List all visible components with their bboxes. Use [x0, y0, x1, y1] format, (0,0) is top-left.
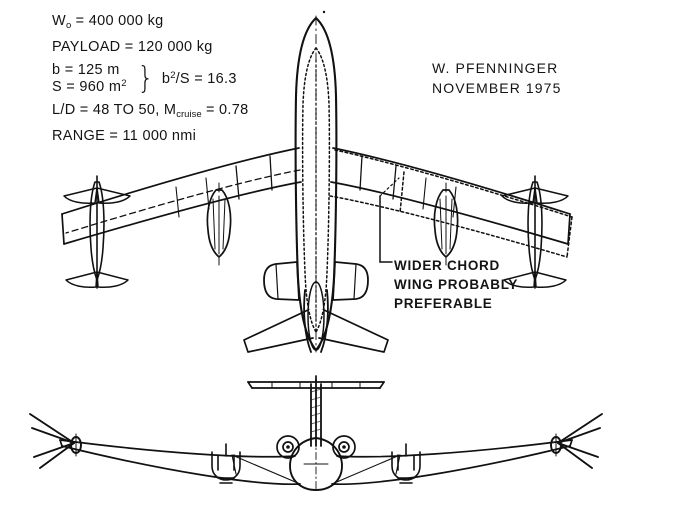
spec-aspect-ratio: b2/S = 16.3 — [162, 71, 237, 87]
front-fuselage — [289, 437, 343, 491]
front-elevation-view — [29, 375, 603, 491]
credit-author: W. PFENNINGER — [432, 60, 559, 76]
horizontal-tail-planform — [243, 309, 389, 353]
spec-range: RANGE = 11 000 nmi — [52, 127, 197, 144]
right-wingtip-lower-stabilizer — [503, 271, 567, 288]
left-wing-dashed-reference — [65, 169, 301, 234]
spec-ld-mach: L/D = 48 TO 50, Mcruise = 0.78 — [52, 103, 352, 120]
left-wing-root-detail — [235, 155, 273, 200]
spec-weight: Wo = 400 000 kg — [52, 14, 352, 31]
front-tail-detail — [271, 381, 361, 389]
front-left-wing — [59, 439, 301, 486]
vertical-fin-planform — [307, 281, 325, 351]
front-right-gear-pod — [391, 443, 421, 484]
front-fin-hatching — [310, 388, 322, 433]
front-left-engine — [276, 435, 300, 459]
left-wingtip-upper-stabilizer — [63, 187, 131, 204]
credit-block: W. PFENNINGER NOVEMBER 1975 — [432, 58, 561, 99]
grouping-brace-icon: } — [136, 61, 154, 97]
left-aft-engine-nacelle — [263, 261, 300, 301]
front-horizontal-tail — [247, 375, 385, 389]
left-nacelle-detail — [212, 182, 226, 266]
spec-ar-prefix: b — [161, 71, 171, 88]
left-wingtip-lower-stabilizer — [65, 271, 129, 288]
front-right-engine — [332, 435, 356, 459]
spec-ar-suffix: /S = 16.3 — [175, 71, 237, 88]
wider-chord-callout: WIDER CHORD WING PROBABLY PREFERABLE — [394, 256, 518, 313]
spec-area-superscript: 2 — [121, 77, 127, 89]
spec-area-prefix: S = 960 m — [52, 78, 122, 95]
right-nacelle-detail — [439, 182, 453, 266]
cabin-outline-dotted — [301, 47, 331, 333]
spec-ld-suffix: = 0.78 — [205, 102, 249, 119]
spec-ar-superscript: 2 — [170, 70, 176, 82]
spec-weight-text: = 400 000 kg — [75, 13, 164, 29]
callout-line-1: WIDER CHORD — [394, 258, 500, 273]
callout-leader-line — [379, 195, 393, 263]
nose-tick — [322, 10, 326, 14]
callout-line-3: PREFERABLE — [394, 296, 493, 312]
spec-ld-subscript: cruise — [176, 109, 202, 121]
right-wingtip-upper-stabilizer — [501, 187, 569, 204]
right-aft-engine-nacelle — [332, 261, 369, 301]
front-left-tip-device — [29, 413, 82, 469]
specification-block: Wo = 400 000 kg PAYLOAD = 120 000 kg b =… — [52, 14, 352, 152]
spec-weight-symbol: W — [52, 13, 66, 29]
spec-payload-text: = 120 000 kg — [124, 38, 213, 55]
front-right-tip-device — [550, 413, 603, 469]
tail-cone — [303, 289, 329, 353]
spec-ld-prefix: L/D = 48 TO 50, M — [52, 102, 177, 119]
front-right-wing — [331, 439, 573, 486]
spec-payload: PAYLOAD = 120 000 kg — [52, 38, 352, 55]
callout-line-2: WING PROBABLY — [394, 277, 519, 293]
credit-date: NOVEMBER 1975 — [432, 80, 562, 97]
planform-view — [61, 10, 573, 353]
wider-chord-wing-dotted — [329, 149, 573, 258]
spec-area: S = 960 m2 — [52, 77, 127, 96]
front-vertical-fin — [310, 379, 322, 447]
spec-span: b = 125 m — [52, 62, 120, 78]
spec-weight-subscript: o — [66, 20, 72, 31]
front-left-gear-pod — [211, 443, 241, 484]
callout-pointer-dots — [379, 177, 400, 197]
spec-payload-label: PAYLOAD — [52, 38, 121, 55]
spec-geometry-group: b = 125 m S = 960 m2 } b2/S = 16.3 — [52, 61, 352, 97]
